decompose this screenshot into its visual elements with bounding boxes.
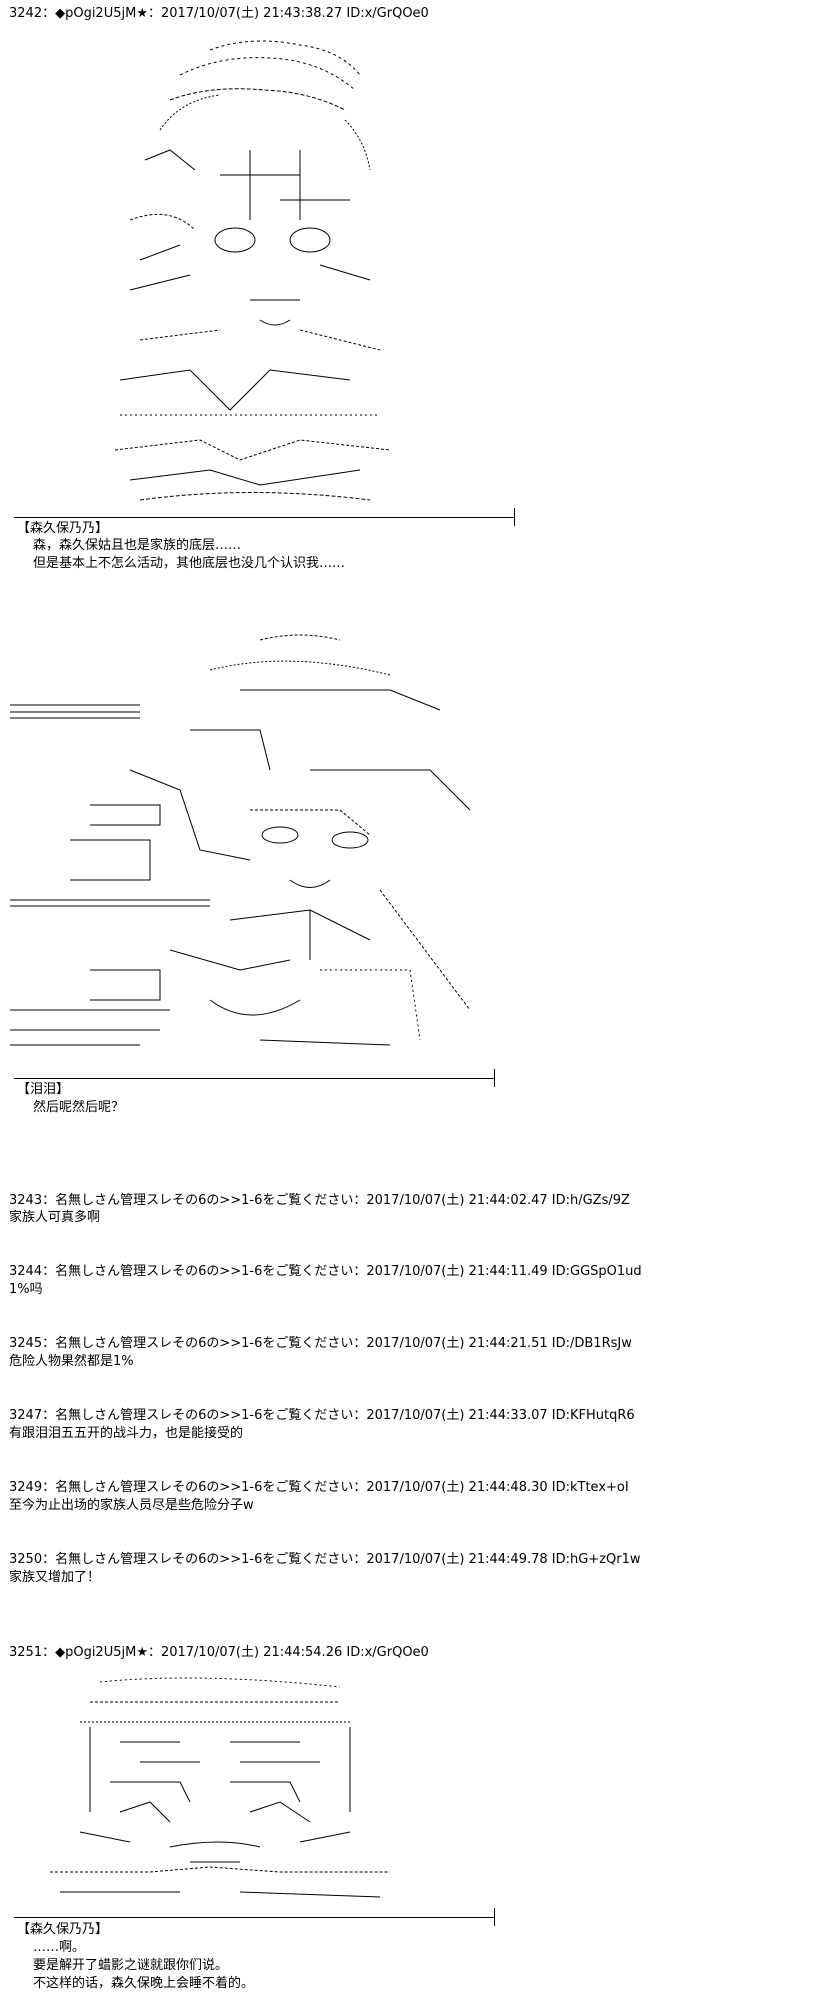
speaker-label: 【泪泪】 xyxy=(17,1082,70,1097)
scene-divider-end xyxy=(494,1908,495,1926)
post-header: 3242：◆pOgi2U5jM★：2017/10/07(土) 21:43:38.… xyxy=(9,6,429,21)
reply-header: 3249：名無しさん管理スレその6の>>1-6をご覧ください：2017/10/0… xyxy=(9,1480,629,1495)
reply-body: 危险人物果然都是1% xyxy=(9,1354,134,1369)
ascii-art-morikubo-portrait xyxy=(100,30,400,508)
dialogue-line: 不这样的话，森久保晚上会睡不着的。 xyxy=(33,1976,255,1991)
dialogue-line: 然后呢然后呢？ xyxy=(33,1100,125,1115)
reply-header: 3244：名無しさん管理スレその6の>>1-6をご覧ください：2017/10/0… xyxy=(9,1264,642,1279)
post-header: 3251：◆pOgi2U5jM★：2017/10/07(土) 21:44:54.… xyxy=(9,1645,429,1660)
scene-divider-end xyxy=(494,1069,495,1087)
reply-header: 3247：名無しさん管理スレその6の>>1-6をご覧ください：2017/10/0… xyxy=(9,1408,635,1423)
reply-body: 有跟泪泪五五开的战斗力，也是能接受的 xyxy=(9,1426,244,1441)
reply-header: 3245：名無しさん管理スレその6の>>1-6をご覧ください：2017/10/0… xyxy=(9,1336,632,1351)
reply-body: 家族又增加了！ xyxy=(9,1570,101,1585)
dialogue-line: 森，森久保姑且也是家族的底层…… xyxy=(33,538,242,553)
reply-body: 1%吗 xyxy=(9,1282,43,1297)
reply-header: 3243：名無しさん管理スレその6の>>1-6をご覧ください：2017/10/0… xyxy=(9,1193,630,1208)
reply-body: 至今为止出场的家族人员尽是些危险分子w xyxy=(9,1498,254,1513)
ascii-art-ruirui-action xyxy=(10,620,500,1065)
dialogue-line: 要是解开了蜡影之谜就跟你们说。 xyxy=(33,1958,229,1973)
scene-divider-end xyxy=(514,508,515,526)
scene-divider xyxy=(14,517,514,518)
dialogue-line: ……啊。 xyxy=(33,1940,86,1955)
scene-divider xyxy=(14,1917,494,1918)
reply-body: 家族人可真多啊 xyxy=(9,1210,101,1225)
speaker-label: 【森久保乃乃】 xyxy=(17,1922,109,1937)
reply-header: 3250：名無しさん管理スレその6の>>1-6をご覧ください：2017/10/0… xyxy=(9,1552,641,1567)
scene-divider xyxy=(14,1078,494,1079)
ascii-art-morikubo-small xyxy=(20,1672,420,1912)
speaker-label: 【森久保乃乃】 xyxy=(17,521,109,536)
dialogue-line: 但是基本上不怎么活动，其他底层也没几个认识我…… xyxy=(33,556,346,571)
